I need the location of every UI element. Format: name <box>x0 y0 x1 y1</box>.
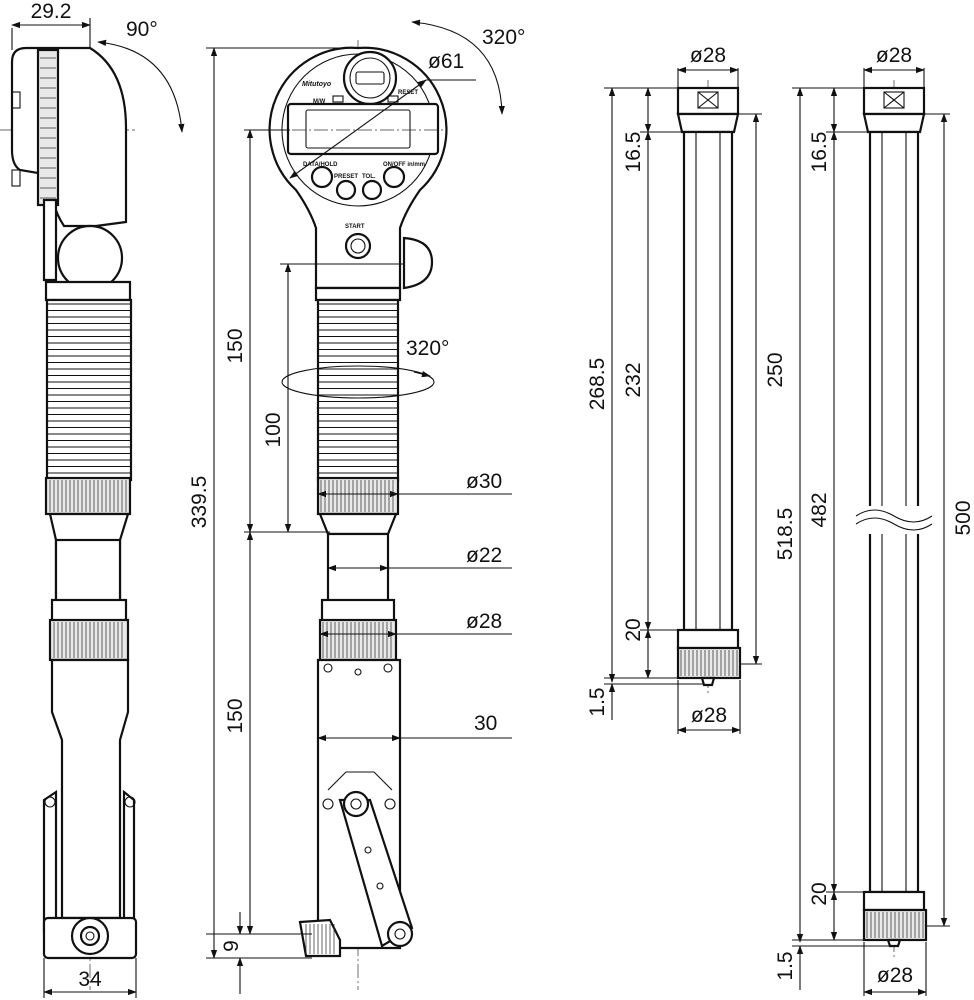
button-preset-label: PRESET <box>334 174 358 180</box>
dim-total-length: 339.5 <box>188 476 211 529</box>
rotation-ring-knurl <box>40 57 56 199</box>
rod-short-tip-length: 1.5 <box>586 687 609 716</box>
grip-rotation-ellipse <box>281 365 435 399</box>
data-hold-button <box>310 165 334 189</box>
rod-long-middle-length: 482 <box>808 492 831 527</box>
rotation-grip-label: 320° <box>406 337 449 360</box>
collar-side <box>48 618 130 662</box>
dim-width-top: 29.2 <box>31 0 72 23</box>
rod-short-top-diameter: ø28 <box>690 44 726 67</box>
rotation-ring <box>36 48 60 207</box>
rod-long-outer-length: 500 <box>952 500 974 535</box>
brand-logo: Mitutoyo <box>302 81 332 88</box>
display-head-side <box>10 46 128 228</box>
rod-short-outer-length: 250 <box>764 352 787 387</box>
preset-button <box>335 179 357 201</box>
rod-long-bottom-diameter: ø28 <box>877 964 913 987</box>
dim-width-bottom: 34 <box>78 968 102 991</box>
rod-short-bottom-diameter: ø28 <box>691 704 727 727</box>
front-view: Mitutoyo M/W RESET DATA/HOLD ON/OFF in/m… <box>188 19 525 994</box>
rod-long-cap-length: 16.5 <box>808 132 831 173</box>
dim-shaft-diameter: ø22 <box>466 544 502 567</box>
collar <box>318 618 398 662</box>
dim-head-diameter: ø61 <box>428 50 464 73</box>
grip-ribs <box>47 303 131 474</box>
tol-button <box>361 179 383 201</box>
rod-long-total-length: 518.5 <box>774 508 797 561</box>
rod-tube <box>682 130 734 632</box>
rod-long-top-diameter: ø28 <box>876 44 912 67</box>
grip-ribs <box>318 303 398 474</box>
rod-short-total-length: 268.5 <box>586 358 609 411</box>
dim-housing-width: 30 <box>474 712 497 735</box>
break-line <box>855 509 933 523</box>
knurl-ring-side <box>44 476 132 516</box>
rotation-head-label: 90° <box>126 18 158 41</box>
pivot-knob-side <box>56 224 124 292</box>
button-tol-label: TOL. <box>362 174 376 180</box>
rod-short-knurl-length: 20 <box>622 618 645 641</box>
dim-grip-length: 100 <box>262 412 285 447</box>
dim-upper-length: 150 <box>224 328 247 363</box>
lcd-screen <box>286 102 440 156</box>
button-start-label: START <box>345 224 365 230</box>
rod-long-tip-length: 1.5 <box>774 951 797 980</box>
rotation-display-label: 320° <box>482 26 525 49</box>
dim-tip-length: 9 <box>220 940 243 952</box>
on-off-button <box>382 165 406 189</box>
side-knob <box>402 236 434 290</box>
probe-housing-side <box>50 658 130 920</box>
grip-knurl-ring <box>316 476 400 516</box>
rod-long-knurl-length: 20 <box>808 882 831 905</box>
dim-lower-length: 150 <box>224 698 247 733</box>
rod-short-cap-length: 16.5 <box>622 132 645 173</box>
extension-rod-long: ø28 16.5 518.5 482 500 20 1.5 ø28 <box>774 44 974 996</box>
start-button <box>344 232 372 260</box>
dim-grip-diameter: ø30 <box>466 470 502 493</box>
rod-short-middle-length: 232 <box>622 362 645 397</box>
side-view: 29.2 90° 34 <box>0 0 185 998</box>
dim-collar-diameter: ø28 <box>466 610 502 633</box>
extension-rod-short: ø28 16.5 268.5 232 250 20 1.5 ø28 <box>586 44 787 734</box>
